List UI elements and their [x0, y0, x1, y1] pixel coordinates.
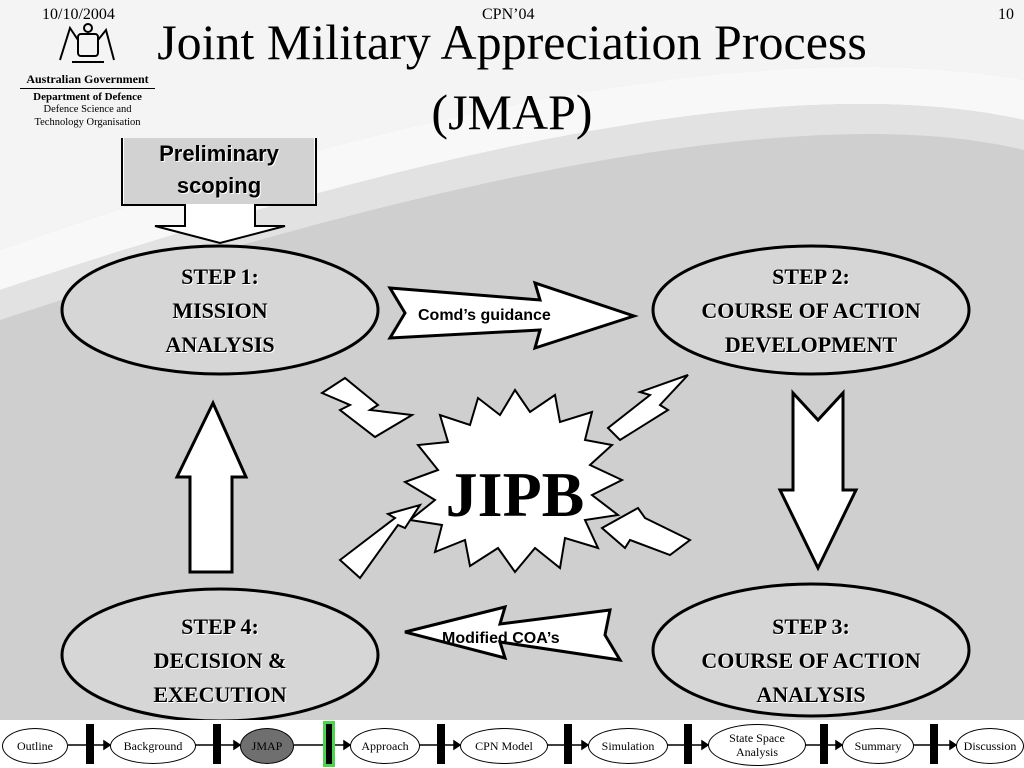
- jipb-label: JIPB: [445, 459, 585, 530]
- step3-label: STEP 3: COURSE OF ACTION ANALYSIS: [660, 610, 962, 712]
- step4-ellipse: [60, 587, 380, 720]
- comds-guidance-arrow: [387, 280, 639, 351]
- lightning-bolt-top-left-icon: [319, 376, 416, 439]
- nav-separator: [684, 724, 692, 764]
- header-date: 10/10/2004: [42, 6, 115, 23]
- comds-guidance-label: Comd’s guidance: [418, 307, 551, 324]
- step3-line1: STEP 3:: [772, 614, 850, 639]
- modified-coas-arrow: [404, 604, 623, 662]
- nav-outline[interactable]: Outline: [2, 728, 68, 764]
- nav-separator: [86, 724, 94, 764]
- lightning-bolt-bottom-right-icon: [600, 506, 692, 557]
- slide-title: Joint Military Appreciation Process: [157, 14, 867, 70]
- jmap-diagram: [60, 138, 971, 720]
- step4-line3: EXECUTION: [153, 682, 287, 707]
- step1-line3: ANALYSIS: [165, 332, 275, 357]
- nav-approach[interactable]: Approach: [350, 728, 420, 764]
- preliminary-scoping-label: Preliminary scoping: [124, 138, 314, 202]
- step3-line2: COURSE OF ACTION: [701, 648, 921, 673]
- step1-line2: MISSION: [172, 298, 268, 323]
- preliminary-line2: scoping: [176, 173, 262, 198]
- nav-connector-lines: [68, 739, 958, 751]
- step1-ellipse: [60, 244, 380, 376]
- step2-line3: DEVELOPMENT: [724, 332, 898, 357]
- organisation-logo: Australian Government Department of Defe…: [20, 20, 155, 129]
- jipb-starburst: [402, 388, 625, 574]
- logo-organisation-line2: Technology Organisation: [34, 117, 141, 128]
- step2-line1: STEP 2:: [772, 264, 850, 289]
- step2-ellipse: [651, 244, 971, 376]
- modified-coas-label: Modified COA’s: [442, 630, 560, 647]
- nav-separator: [437, 724, 445, 764]
- nav-separator: [213, 724, 221, 764]
- step4-line2: DECISION &: [153, 648, 287, 673]
- header-conference: CPN’04: [482, 6, 535, 23]
- down-arrow: [777, 389, 859, 572]
- nav-current-marker: [323, 721, 335, 767]
- step1-label: STEP 1: MISSION ANALYSIS: [90, 260, 350, 362]
- step4-line1: STEP 4:: [181, 614, 259, 639]
- nav-simulation[interactable]: Simulation: [588, 728, 668, 764]
- nav-jmap[interactable]: JMAP: [240, 728, 294, 764]
- logo-department: Department of Defence: [33, 91, 142, 103]
- nav-summary[interactable]: Summary: [842, 728, 914, 764]
- lightning-bolt-bottom-left-icon: [338, 503, 423, 580]
- nav-background[interactable]: Background: [110, 728, 196, 764]
- navigation-bar: Outline Background JMAP Approach CPN Mod…: [0, 720, 1024, 768]
- nav-separator: [820, 724, 828, 764]
- preliminary-line1: Preliminary: [159, 141, 279, 166]
- coat-of-arms-icon: [59, 23, 115, 63]
- nav-state-space-analysis[interactable]: State Space Analysis: [708, 724, 806, 766]
- step4-label: STEP 4: DECISION & EXECUTION: [88, 610, 352, 712]
- slide-subtitle: (JMAP): [431, 84, 593, 140]
- nav-separator: [564, 724, 572, 764]
- nav-discussion[interactable]: Discussion: [956, 728, 1024, 764]
- step1-line1: STEP 1:: [181, 264, 259, 289]
- nav-cpn-model[interactable]: CPN Model: [460, 728, 548, 764]
- step3-line3: ANALYSIS: [756, 682, 866, 707]
- lightning-bolts: [319, 374, 692, 580]
- step2-label: STEP 2: COURSE OF ACTION DEVELOPMENT: [660, 260, 962, 362]
- page-number: 10: [998, 6, 1014, 23]
- logo-government: Australian Government: [20, 72, 155, 89]
- logo-organisation-line1: Defence Science and: [43, 104, 132, 115]
- lightning-bolt-top-right-icon: [606, 374, 689, 442]
- step2-line2: COURSE OF ACTION: [701, 298, 921, 323]
- up-arrow: [174, 399, 249, 574]
- nav-separator: [930, 724, 938, 764]
- step3-ellipse: [651, 582, 971, 718]
